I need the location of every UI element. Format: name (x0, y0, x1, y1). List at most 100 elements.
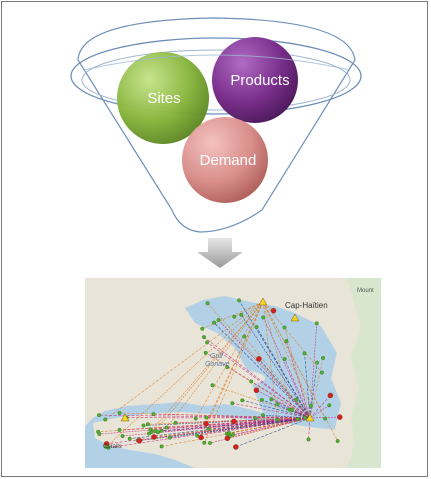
map-node (193, 416, 198, 421)
map-node (136, 437, 143, 444)
map-node (198, 434, 204, 441)
map-route (232, 417, 311, 435)
map-route (153, 417, 311, 438)
map-node (282, 357, 287, 361)
map-node (227, 430, 232, 435)
map-node (167, 435, 172, 440)
map-land-south (93, 412, 347, 468)
map-node (242, 334, 247, 339)
map-route (227, 366, 311, 419)
map-node (270, 307, 277, 314)
map-route (227, 417, 311, 439)
map-node (173, 420, 178, 425)
map-route (284, 358, 311, 419)
map-route (203, 301, 264, 443)
map-route (166, 301, 264, 428)
map-node (254, 325, 259, 329)
map-node (233, 444, 239, 450)
map-route (202, 301, 264, 330)
circle-sites: Sites (117, 52, 209, 144)
funnel-diagram: Products Sites Demand (70, 17, 362, 268)
map-node (259, 397, 264, 402)
map-route (271, 398, 311, 419)
map-hub-marker (305, 413, 315, 422)
map-route (105, 301, 264, 420)
map-route (153, 413, 311, 419)
down-arrow-icon (197, 238, 243, 268)
map-label-gonave: Gonave (205, 361, 230, 368)
map-hub-marker (120, 413, 130, 422)
map-node (323, 416, 328, 421)
map-node (314, 321, 319, 326)
map-node (275, 402, 280, 407)
map-route (175, 417, 311, 424)
map-node (327, 403, 332, 408)
circle-label-products: Products (230, 72, 289, 89)
map-route (169, 417, 311, 438)
circle-demand: Demand (182, 117, 268, 203)
map-node (97, 432, 102, 436)
map-node (204, 415, 209, 420)
map-node (195, 433, 200, 438)
map-route (129, 417, 311, 439)
map-nodes (96, 297, 343, 450)
map-node (282, 325, 287, 330)
map-node (284, 339, 289, 344)
map-route (296, 399, 311, 419)
map-node (308, 403, 313, 408)
map-node (205, 301, 210, 306)
map-node (302, 415, 307, 420)
map-node (145, 422, 150, 427)
map-node (224, 435, 231, 442)
map-route (148, 301, 264, 434)
map-route (308, 417, 311, 440)
map-hub-marker (258, 297, 268, 306)
map-node (337, 414, 343, 420)
map-node (232, 314, 237, 319)
map-route (244, 336, 311, 419)
map-node (159, 444, 164, 449)
map-route (309, 362, 318, 419)
map-node (237, 298, 242, 303)
map-route (106, 301, 264, 448)
funnel-rim-outer (70, 37, 362, 115)
map-route (256, 326, 311, 419)
map-node (210, 383, 215, 388)
map-route (309, 323, 318, 419)
map-node (230, 401, 235, 406)
map-node (253, 416, 258, 421)
map-route (309, 416, 340, 419)
map-route (262, 317, 311, 419)
map-route (234, 301, 264, 318)
map-route (309, 357, 324, 419)
map-land-east (347, 278, 381, 468)
map-node (315, 360, 320, 365)
map-node (103, 417, 108, 422)
map-node (240, 398, 245, 403)
map-node (117, 411, 122, 415)
map-node (206, 426, 211, 431)
map-node (127, 436, 132, 441)
map-node (290, 407, 295, 412)
map-node (208, 441, 212, 445)
map-node (104, 445, 109, 449)
map-node (203, 420, 209, 427)
map-node (202, 440, 207, 445)
map-node (335, 439, 340, 443)
map-route (99, 414, 311, 419)
map-route (262, 301, 293, 410)
circle-products: Products (212, 37, 298, 123)
map-gonave-island (205, 370, 265, 386)
map-route (262, 301, 323, 373)
map-route (232, 402, 311, 419)
map-route (151, 417, 311, 433)
map-node (159, 428, 164, 433)
map-route (238, 300, 311, 419)
map-node (269, 397, 274, 402)
map-node (151, 412, 156, 417)
map-route (304, 353, 311, 419)
map-route (262, 301, 312, 406)
map-route (150, 417, 311, 430)
map-node (231, 418, 237, 425)
map-route (258, 358, 311, 419)
